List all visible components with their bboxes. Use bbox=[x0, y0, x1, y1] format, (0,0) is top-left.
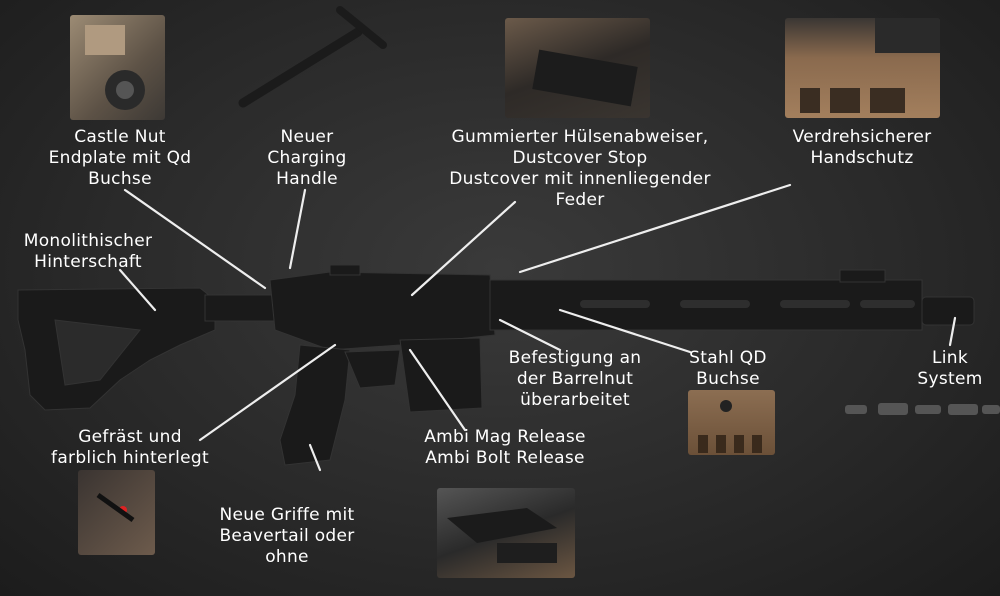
label-charging-handle: Neuer Charging Handle bbox=[267, 127, 346, 190]
castle-nut-photo bbox=[70, 15, 165, 120]
label-line: Dustcover mit innenliegender bbox=[449, 169, 711, 189]
label-line: Buchse bbox=[88, 169, 152, 189]
label-line: Link bbox=[931, 348, 969, 368]
label-line: Handschutz bbox=[810, 148, 914, 168]
label-line: farblich hinterlegt bbox=[51, 448, 209, 468]
label-line: System bbox=[917, 369, 983, 389]
label-line: Ambi Mag Release bbox=[424, 427, 586, 447]
label-line: ohne bbox=[265, 547, 309, 567]
label-line: Endplate mit Qd bbox=[48, 148, 192, 168]
label-qd-socket: Stahl QD Buchse bbox=[689, 348, 767, 390]
label-line: Hinterschaft bbox=[34, 252, 142, 272]
label-line: überarbeitet bbox=[520, 390, 630, 410]
label-castle-nut: Castle Nut Endplate mit Qd Buchse bbox=[49, 127, 192, 190]
label-line: Feder bbox=[555, 190, 605, 210]
label-line: Castle Nut bbox=[74, 127, 166, 147]
label-milled: Gefräst und farblich hinterlegt bbox=[51, 427, 209, 469]
label-stock: Monolithischer Hinterschaft bbox=[24, 231, 152, 273]
label-handguard: Verdrehsicherer Handschutz bbox=[793, 127, 932, 169]
label-line: Monolithischer bbox=[23, 231, 153, 251]
label-grips: Neue Griffe mit Beavertail oder ohne bbox=[219, 505, 354, 568]
label-line: Neuer bbox=[280, 127, 334, 147]
label-line: Befestigung an bbox=[508, 348, 642, 368]
label-ambi: Ambi Mag Release Ambi Bolt Release bbox=[424, 427, 586, 469]
label-line: Ambi Bolt Release bbox=[425, 448, 585, 468]
ambi-release-photo bbox=[437, 488, 575, 578]
label-line: der Barrelnut bbox=[516, 369, 634, 389]
label-line: Gefräst und bbox=[78, 427, 182, 447]
label-line: Stahl QD bbox=[689, 348, 767, 368]
handguard-photo bbox=[785, 18, 940, 118]
label-line: Dustcover Stop bbox=[512, 148, 648, 168]
qd-socket-photo bbox=[688, 390, 775, 455]
label-barrelnut: Befestigung an der Barrelnut überarbeite… bbox=[509, 348, 642, 411]
label-line: Beavertail oder bbox=[219, 526, 355, 546]
label-line: Verdrehsicherer bbox=[792, 127, 932, 147]
label-line: Handle bbox=[276, 169, 338, 189]
dustcover-photo bbox=[505, 18, 650, 118]
label-line: Charging bbox=[267, 148, 347, 168]
label-line: Buchse bbox=[696, 369, 760, 389]
label-line: Gummierter Hülsenabweiser, bbox=[451, 127, 709, 147]
label-line: Neue Griffe mit bbox=[219, 505, 355, 525]
label-link-system: Link System bbox=[917, 348, 982, 390]
milled-photo bbox=[78, 470, 155, 555]
label-dustcover: Gummierter Hülsenabweiser, Dustcover Sto… bbox=[449, 127, 710, 211]
